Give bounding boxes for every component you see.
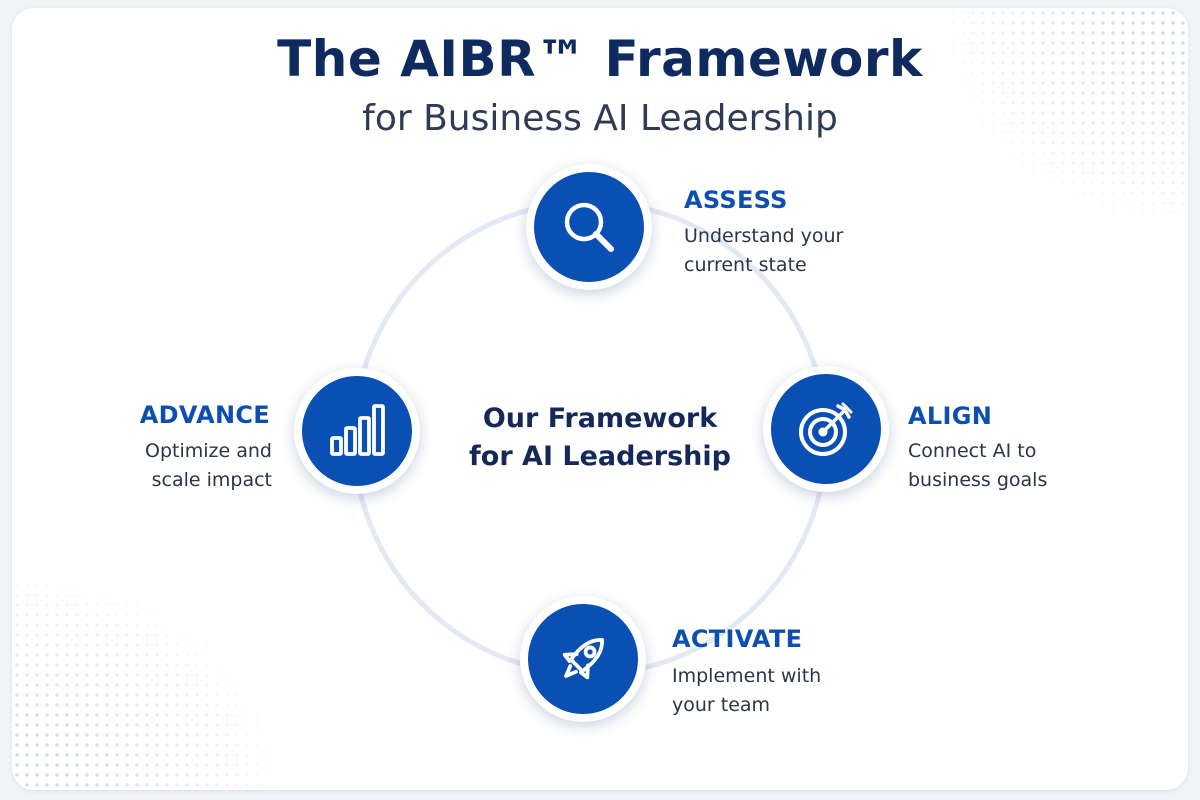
activate-description: Implement with your team (672, 662, 821, 720)
dot-pattern-top-right (938, 8, 1188, 228)
dot-pattern-bottom-left (12, 570, 282, 790)
magnifier-icon (564, 202, 614, 252)
center-label-line1: Our Framework (482, 403, 718, 434)
activate-node[interactable] (520, 596, 646, 722)
rocket-icon (562, 638, 604, 680)
activate-desc-line1: Implement with (672, 665, 822, 687)
center-label-line2: for AI Leadership (469, 441, 731, 472)
assess-node[interactable] (526, 164, 652, 290)
page-title: The AIBR™ Framework (277, 30, 923, 88)
advance-node[interactable] (294, 368, 420, 494)
activate-title: ACTIVATE (672, 625, 803, 653)
center-label: Our Framework for AI Leadership (440, 400, 760, 476)
advance-desc-line2: scale impact (151, 469, 272, 491)
assess-desc-line2: current state (684, 254, 807, 276)
assess-title: ASSESS (684, 186, 788, 214)
advance-description: Optimize and scale impact (100, 437, 272, 495)
activate-desc-line2: your team (672, 694, 771, 716)
bar-chart-icon (330, 404, 385, 456)
advance-title: ADVANCE (139, 401, 270, 429)
assess-desc-line1: Understand your (684, 225, 844, 247)
page-subtitle: for Business AI Leadership (362, 98, 838, 139)
align-desc-line2: business goals (908, 469, 1048, 491)
align-node[interactable] (763, 366, 889, 492)
target-icon (799, 402, 853, 456)
align-title: ALIGN (908, 402, 993, 430)
align-description: Connect AI to business goals (908, 437, 1047, 495)
assess-description: Understand your current state (684, 222, 843, 280)
align-desc-line1: Connect AI to (908, 440, 1037, 462)
advance-desc-line1: Optimize and (145, 440, 272, 462)
